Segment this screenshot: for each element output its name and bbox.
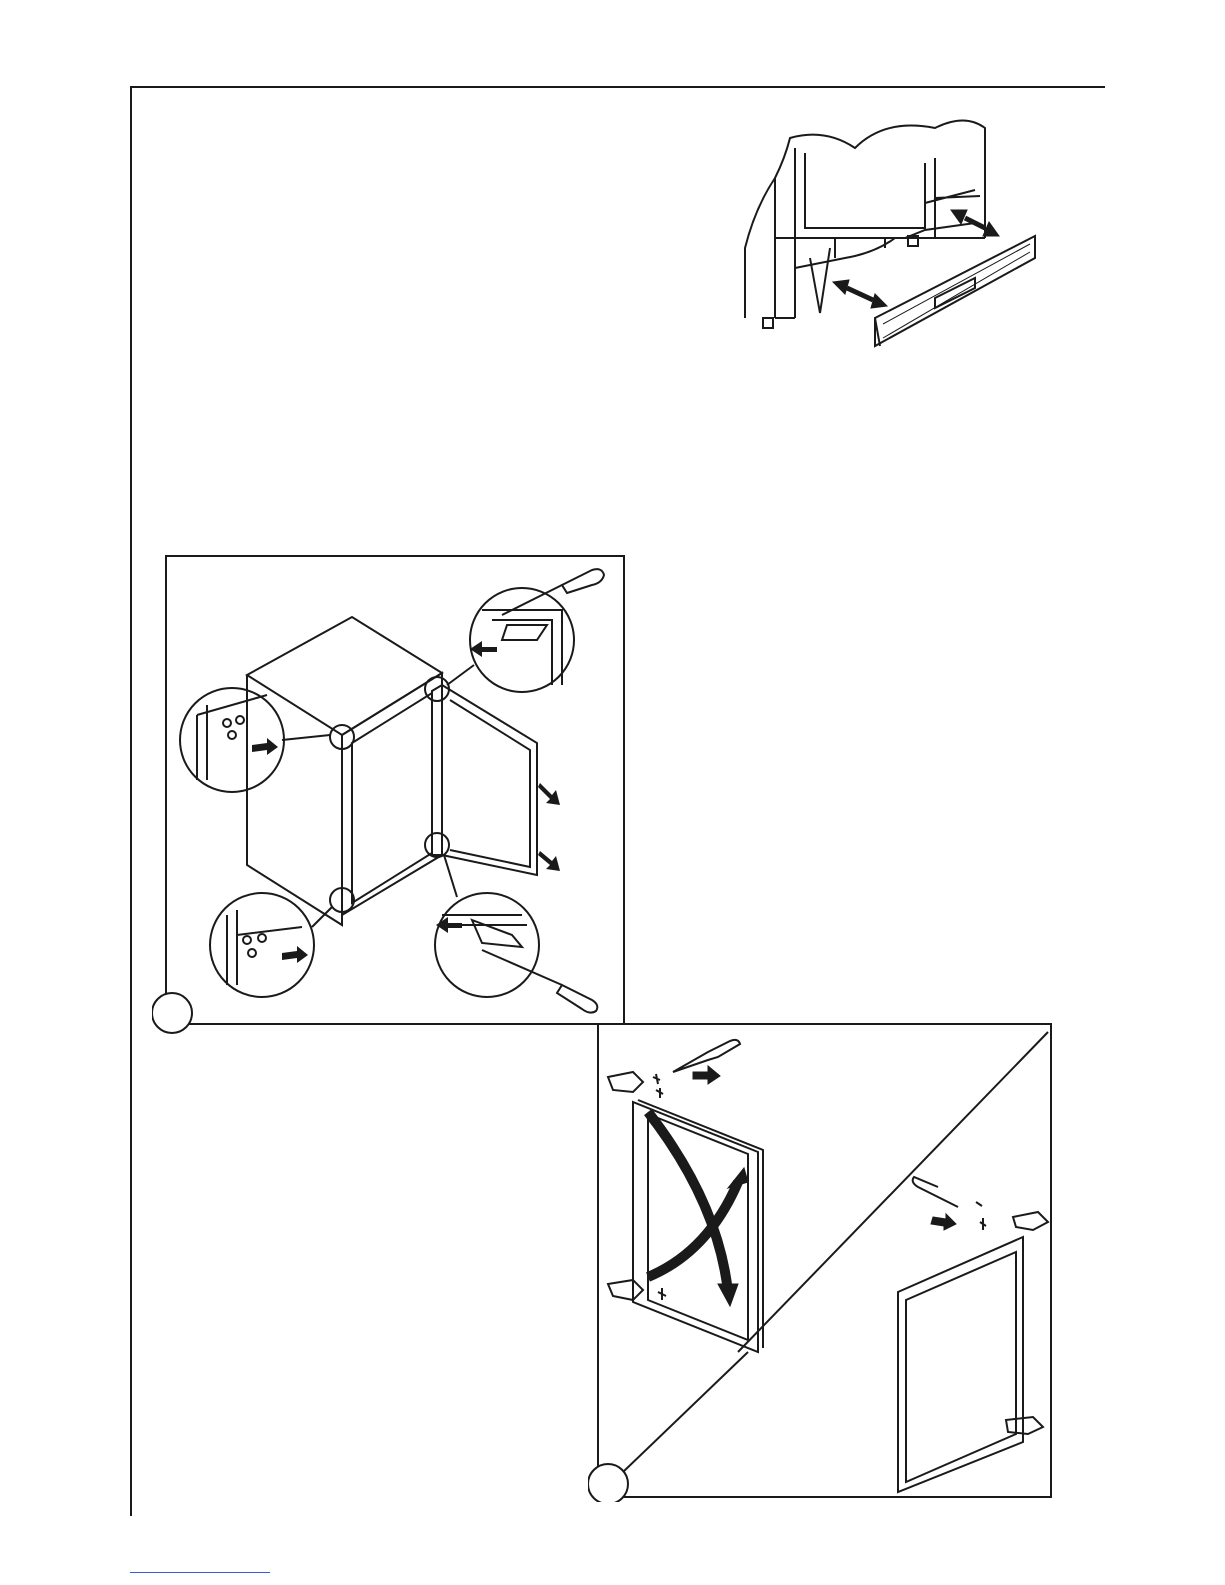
plinth-grille-removal-illustration <box>735 118 1065 368</box>
door-reversal-illustration <box>588 1022 1058 1502</box>
plinth-grille-figure <box>735 118 1065 368</box>
top-rule <box>130 86 1105 88</box>
left-rule <box>130 86 132 1516</box>
footer-link-underline[interactable] <box>130 1572 270 1573</box>
door-reversal-figure <box>588 1022 1058 1502</box>
hinge-removal-figure <box>152 555 632 1045</box>
door-hinge-removal-illustration <box>152 555 632 1045</box>
step-circle-reversal <box>588 1464 628 1502</box>
step-circle-hinge <box>152 993 192 1033</box>
